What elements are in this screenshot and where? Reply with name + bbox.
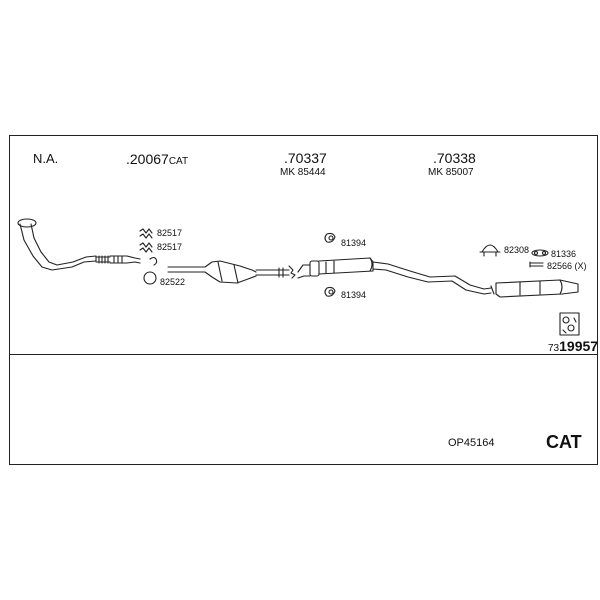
catalog-main-number: 19957 xyxy=(559,338,599,354)
header-mk-85007: MK 85007 xyxy=(428,167,474,178)
label-82522: 82522 xyxy=(160,277,186,287)
catalog-number: 7319957 xyxy=(548,338,598,356)
spring-bolts-drawing xyxy=(139,228,153,253)
section-divider xyxy=(9,354,598,355)
header-part-20067: .20067CAT xyxy=(126,151,188,169)
clamp-82308-drawing xyxy=(479,244,501,257)
part-suffix-cat: CAT xyxy=(168,156,189,167)
label-82566: 82566 (X) xyxy=(547,261,587,271)
hanger-81394-drawing xyxy=(324,232,336,297)
hanger-81336-drawing xyxy=(531,249,549,257)
label-82308: 82308 xyxy=(504,245,530,255)
tail-pipe-drawing xyxy=(372,261,485,295)
header-part-70338: .70338 xyxy=(433,150,476,166)
middle-silencer-drawing xyxy=(297,257,374,279)
kit-symbol-drawing xyxy=(559,312,580,336)
header-part-70337: .70337 xyxy=(284,150,327,166)
part-number-20067: .20067 xyxy=(126,151,169,167)
label-81336: 81336 xyxy=(551,249,577,259)
label-82517-upper: 82517 xyxy=(157,228,183,238)
label-81394-upper: 81394 xyxy=(341,238,367,248)
footer-code: OP45164 xyxy=(448,437,495,449)
rear-silencer-drawing xyxy=(483,279,579,298)
catalog-prefix: 73 xyxy=(548,343,560,354)
header-mk-85444: MK 85444 xyxy=(280,167,326,178)
bolt-82566-drawing xyxy=(529,261,544,268)
label-82517-lower: 82517 xyxy=(157,242,183,252)
catalytic-converter-drawing xyxy=(167,260,296,284)
diagram-frame xyxy=(9,135,598,465)
front-pipe-drawing xyxy=(17,218,141,271)
header-na: N.A. xyxy=(33,151,59,166)
footer-type-cat: CAT xyxy=(546,432,582,452)
label-81394-lower: 81394 xyxy=(341,290,367,300)
gasket-ring-drawing xyxy=(143,271,157,285)
clamp-drawing xyxy=(149,256,158,266)
